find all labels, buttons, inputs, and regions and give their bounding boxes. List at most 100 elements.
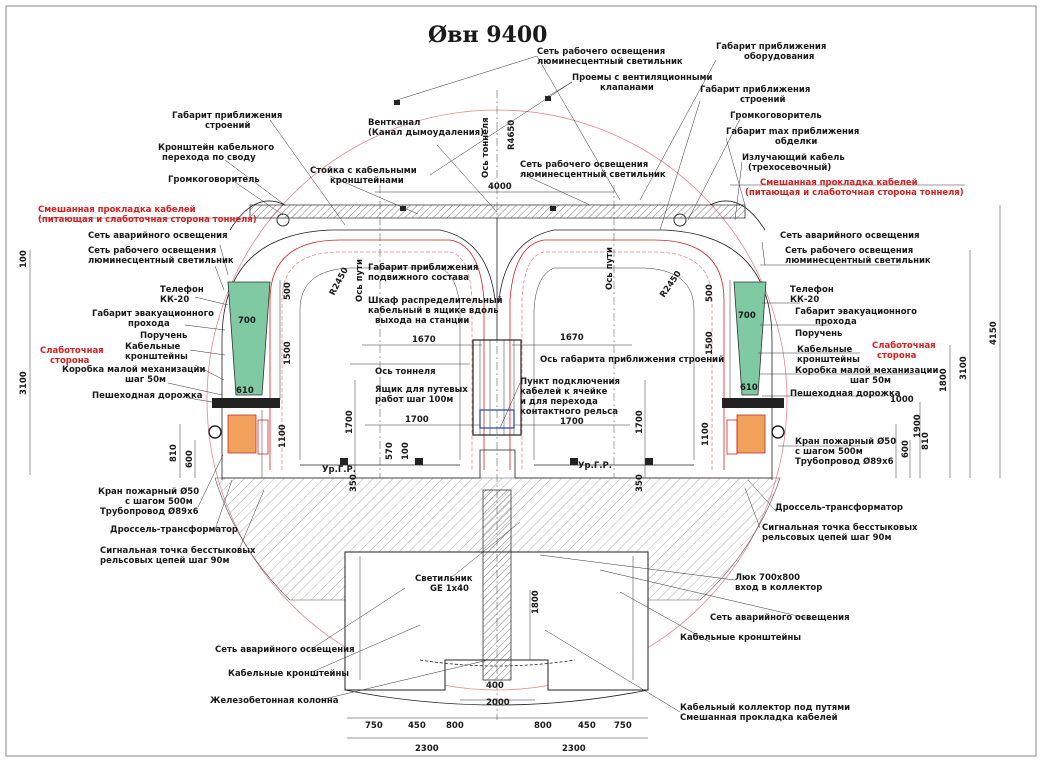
vent-channel-slab [249, 204, 746, 219]
label-max-lining-gauge: Габарит max приближения [726, 126, 859, 137]
dim-1100-r: 1100 [701, 422, 711, 446]
label-track-box-sub: работ шаг 100м [375, 394, 453, 405]
label-cable-brackets-r-sub: кронштейны [797, 355, 860, 365]
dim-350-l: 350 [349, 474, 359, 492]
label-connection-point-sub: кабелей к ячейке [520, 386, 608, 397]
dim-500-l: 500 [283, 282, 293, 300]
label-cable-brackets-l-sub: кронштейны [125, 352, 188, 362]
label-telephone-r-sub: КК-20 [790, 295, 819, 305]
label-lowcurrent-side-r-sub: сторона [877, 351, 917, 361]
label-signal-point-l-sub: рельсовых цепей шаг 90м [100, 556, 229, 566]
label-ventilation-openings-sub: клапанами [600, 83, 654, 93]
left-vehicle-gauge [299, 267, 461, 460]
label-cable-bracket-vault: Кронштейн кабельного [158, 142, 274, 153]
label-hatch-sub: вход в коллектор [735, 583, 822, 593]
label-radiating-cable: Излучающий кабель [742, 152, 845, 163]
label-rolling-stock-gauge-sub: подвижного состава [368, 273, 469, 283]
label-choke-transformer-l: Дроссель-трансформатор [110, 525, 238, 535]
label-tunnel-axis: Ось тоннеля [375, 367, 436, 377]
label-lowcurrent-side-l: Слаботочная [40, 345, 104, 356]
dim-3100-l: 3100 [19, 371, 29, 395]
dim-1670-l: 1670 [412, 335, 436, 345]
label-emergency-lighting-l: Сеть аварийного освещения [88, 231, 228, 241]
dim-2000: 2000 [486, 698, 510, 708]
label-working-lighting-sub: люминесцентный светильник [537, 57, 683, 67]
label-luminaire: Светильник [415, 574, 473, 584]
dim-570: 570 [385, 442, 395, 460]
dim-1670-r: 1670 [560, 333, 584, 343]
label-evac-passage-l-sub: прохода [128, 319, 170, 329]
label-vent-channel: Вентканал [368, 118, 420, 128]
label-emergency-lighting-c: Сеть аварийного освещения [710, 613, 850, 623]
dim-800-l: 800 [446, 721, 464, 731]
right-walkway [722, 398, 784, 408]
dim-1800-collector: 1800 [531, 590, 541, 614]
dim-350-r: 350 [635, 474, 645, 492]
label-building-gauge-l: Габарит приближения [172, 110, 282, 121]
label-signal-point-r: Сигнальная точка бесстыковых [762, 522, 918, 533]
label-equipment-gauge: Габарит приближения [716, 41, 826, 52]
right-fire-hydrant [736, 414, 766, 454]
label-cable-collector: Кабельный коллектор под путями [680, 702, 850, 713]
dim-1700-vl: 1700 [345, 410, 355, 434]
dim-810-l: 810 [169, 444, 179, 462]
label-mech-box-l-sub: шаг 50м [125, 375, 166, 385]
label-handrail-r: Поручень [795, 329, 842, 339]
lamp-icon [400, 206, 406, 211]
dim-610-r: 610 [740, 383, 758, 393]
label-lowcurrent-side-l-sub: сторона [50, 356, 90, 366]
label-rail-level-r: Ур.Г.Р. [578, 461, 612, 471]
dim-1700-vr: 1700 [635, 410, 645, 434]
dim-700-l: 700 [238, 316, 256, 326]
label-mech-box-r: Коробка малой механизации [795, 365, 938, 376]
label-distribution-cabinet-sub2: выхода на станции [375, 316, 469, 326]
label-distribution-cabinet-sub: кабельный в ящике вдоль [368, 305, 499, 316]
label-pipe-r: Трубопровод Ø89х6 [795, 456, 894, 467]
dim-1000: 1000 [890, 395, 914, 405]
label-mixed-cable-r: Смешанная прокладка кабелей [760, 177, 918, 188]
label-max-lining-gauge-sub: обделки [775, 136, 817, 147]
label-choke-transformer-r: Дроссель-трансформатор [775, 503, 903, 513]
left-tube-lining [221, 229, 496, 480]
label-working-lighting: Сеть рабочего освещения [537, 46, 665, 57]
dim-1800: 1800 [939, 368, 949, 392]
label-telephone-l-sub: КК-20 [160, 295, 189, 305]
label-rc-column: Железобетонная колонна [210, 695, 339, 706]
label-vent-channel-sub: (Канал дымоудаления) [368, 128, 484, 138]
lamp-icon [545, 96, 551, 101]
label-rail-level-l: Ур.Г.Р. [322, 465, 356, 475]
dim-700-r: 700 [738, 311, 756, 321]
dim-800-r: 800 [534, 721, 552, 731]
label-emergency-lighting-bl: Сеть аварийного освещения [215, 645, 355, 655]
label-cable-collector-sub: Смешанная прокладка кабелей [680, 712, 838, 723]
label-hatch: Люк 700х800 [735, 573, 800, 583]
label-track-box: Ящик для путевых [375, 385, 468, 395]
dim-3100-r: 3100 [959, 356, 969, 380]
label-telephone-r: Телефон [790, 285, 834, 295]
label-walkway-l: Пешеходная дорожка [92, 391, 203, 401]
label-fire-hydrant-l: Кран пожарный Ø50 [98, 486, 199, 497]
sheet-border [5, 5, 1037, 757]
left-loudspeaker-icon [276, 213, 290, 227]
label-lowcurrent-side-r: Слаботочная [872, 340, 936, 351]
label-building-gauge-r: Габарит приближения [700, 84, 810, 95]
label-cable-brackets-r: Кабельные [797, 344, 853, 355]
label-working-lighting-c-sub: люминесцентный светильник [520, 170, 666, 180]
dim-100-c: 100 [401, 442, 411, 460]
dim-r4650: R4650 [507, 120, 517, 150]
dim-2300-l: 2300 [415, 744, 439, 754]
label-connection-point: Пункт подключения [520, 377, 620, 387]
dim-4000: 4000 [488, 182, 512, 192]
label-connection-point-sub3: контактного рельса [520, 407, 618, 417]
left-clearance-gauge [269, 239, 485, 470]
label-evac-passage-l: Габарит эвакуационного [92, 308, 214, 319]
dim-1100-l: 1100 [278, 424, 288, 448]
dim-450-r: 450 [578, 721, 596, 731]
label-evac-passage-r: Габарит эвакуационного [795, 306, 917, 317]
label-distribution-cabinet: Шкаф распределительный [368, 296, 503, 306]
dim-1500-r: 1500 [705, 331, 715, 355]
label-working-lighting-r-sub: люминесцентный светильник [785, 256, 931, 266]
dimension-lines [29, 191, 1001, 739]
